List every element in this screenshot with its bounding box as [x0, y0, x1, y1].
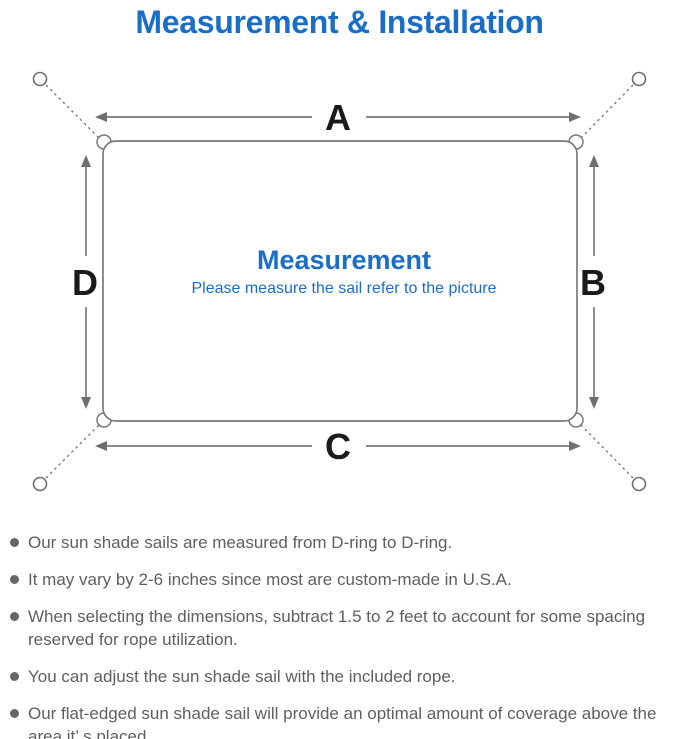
- dimension-label-d: D: [72, 262, 98, 303]
- diagram-center-subtitle: Please measure the sail refer to the pic…: [191, 280, 496, 297]
- dimension-label-a: A: [325, 97, 351, 138]
- dimension-label-c: C: [325, 426, 351, 467]
- note-text: Our flat-edged sun shade sail will provi…: [28, 704, 657, 739]
- bullet-icon: [10, 612, 19, 621]
- list-item: Our flat-edged sun shade sail will provi…: [0, 702, 679, 739]
- page-title: Measurement & Installation: [135, 4, 544, 40]
- note-text: When selecting the dimensions, subtract …: [28, 607, 646, 649]
- bullet-icon: [10, 538, 19, 547]
- diagram-center-heading: Measurement: [257, 245, 431, 275]
- rope-dotted-line-top-left: [45, 84, 101, 140]
- list-item: When selecting the dimensions, subtract …: [0, 605, 679, 651]
- sail-outline: [102, 140, 578, 422]
- bullet-icon: [10, 575, 19, 584]
- list-item: You can adjust the sun shade sail with t…: [0, 665, 679, 688]
- rope-dotted-line-bottom-right: [579, 423, 634, 479]
- rope-dotted-line-bottom-left: [45, 423, 101, 479]
- note-text: It may vary by 2-6 inches since most are…: [28, 570, 512, 589]
- rope-dotted-line-top-right: [579, 84, 634, 140]
- sail-measurement-diagram: A B C D Measurement Please measure the s…: [32, 71, 647, 492]
- notes-list: Our sun shade sails are measured from D-…: [0, 531, 679, 739]
- anchor-ring-bottom-left-icon: [32, 476, 48, 492]
- dimension-label-b: B: [580, 262, 606, 303]
- list-item: Our sun shade sails are measured from D-…: [0, 531, 679, 554]
- anchor-ring-bottom-right-icon: [631, 476, 647, 492]
- anchor-ring-top-left-icon: [32, 71, 48, 87]
- note-text: You can adjust the sun shade sail with t…: [28, 667, 456, 686]
- bullet-icon: [10, 672, 19, 681]
- note-text: Our sun shade sails are measured from D-…: [28, 533, 453, 552]
- bullet-icon: [10, 709, 19, 718]
- anchor-ring-top-right-icon: [631, 71, 647, 87]
- list-item: It may vary by 2-6 inches since most are…: [0, 568, 679, 591]
